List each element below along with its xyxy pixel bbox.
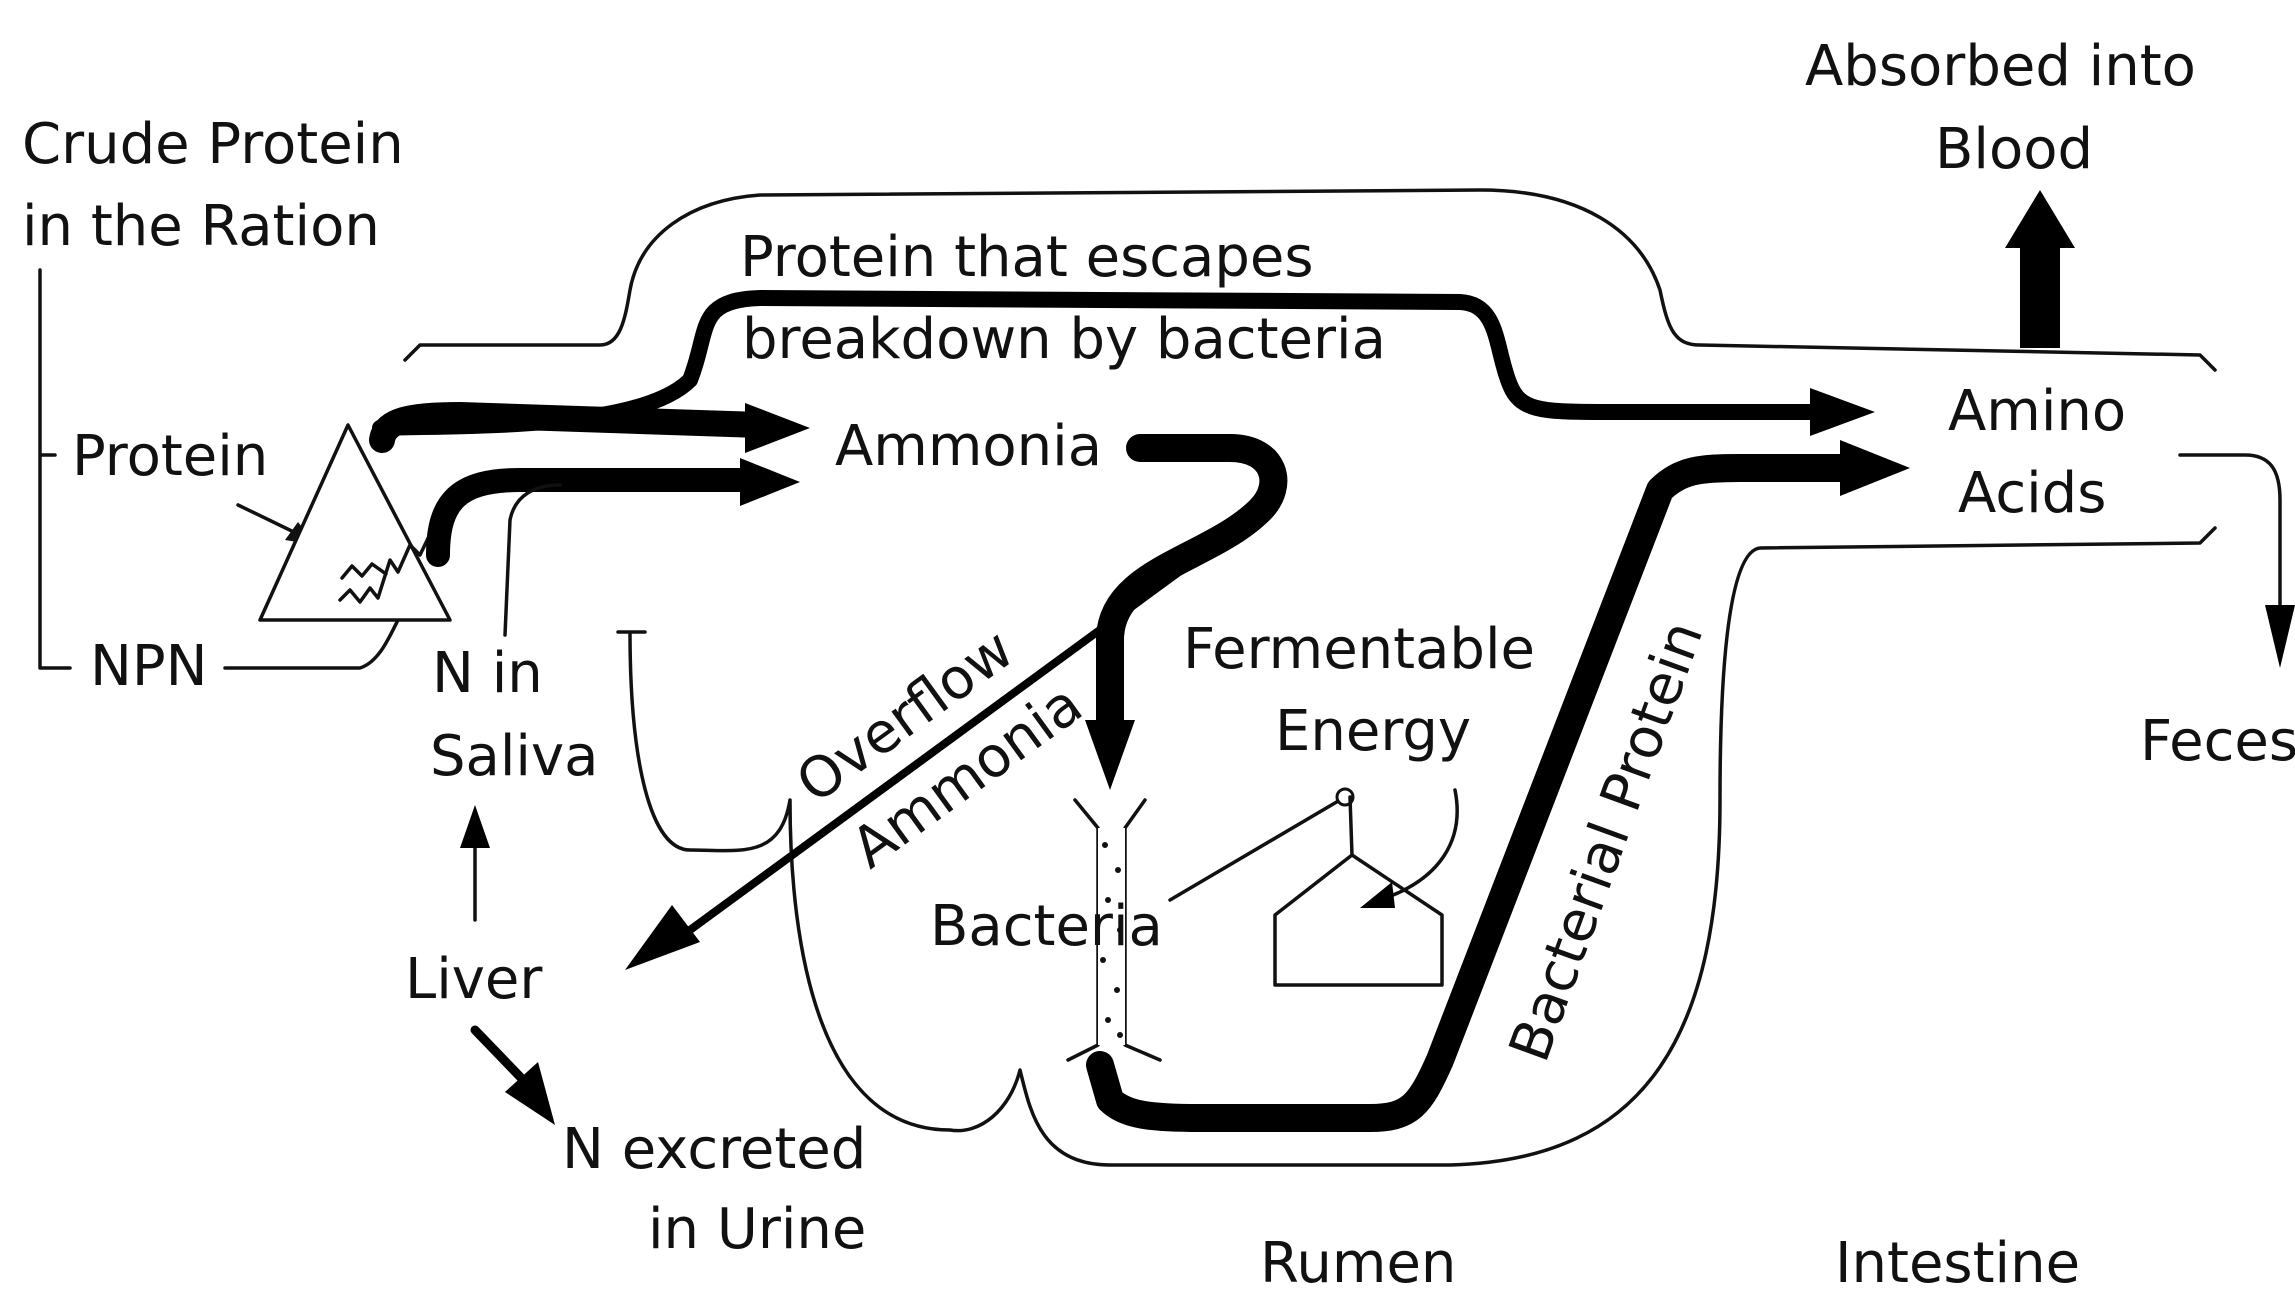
feces-arrow [2180,455,2280,615]
energy-label: Energy [1275,699,1471,764]
bacterial-protein-arrow [1100,468,1850,1118]
intestine-label: Intestine [1835,1231,2080,1294]
amino-label: Amino [1948,379,2126,444]
absorbed-arrow-shaft [2020,240,2060,348]
saliva-to-rumen-line [505,485,560,635]
overflow-ammonia-arrow [690,520,1250,930]
ammonia-label: Ammonia [835,414,1102,479]
protein-label: Protein [72,424,268,489]
npn-to-ammonia-arrow [438,480,750,555]
acids-label: Acids [1958,461,2106,526]
n-saliva-label: N in [432,641,543,706]
crude-protein-label: Crude Protein [22,112,404,177]
urine-label-2: in Urine [648,1197,866,1262]
bacteria-label: Bacteria [930,894,1163,959]
liver-to-urine-arrow [475,1030,528,1085]
absorbed-arrow-head [2005,190,2075,248]
protein-to-ammonia-head [745,403,810,453]
escape-protein-head [1810,388,1875,436]
escape-protein-label-2: breakdown by bacteria [742,307,1386,372]
absorbed-label: Absorbed into [1805,34,2196,99]
escape-protein-label: Protein that escapes [740,225,1314,290]
crude-protein-label-2: in the Ration [22,194,380,259]
ammonia-to-bacteria-arrow [1110,448,1273,730]
feed-triangle-icon [260,425,450,620]
npn-to-ammonia-head [740,458,800,506]
fermentable-energy-icon [1170,789,1457,985]
overflow-ammonia-head [625,905,700,970]
protein-connector [238,505,300,535]
npn-label: NPN [90,634,208,699]
urine-label: N excreted [562,1117,866,1182]
feces-arrowhead [2265,605,2295,668]
liver-label: Liver [405,947,543,1012]
ammonia-to-bacteria-head [1085,720,1135,790]
feces-label: Feces [2140,709,2295,774]
blood-label: Blood [1935,117,2093,182]
saliva-label: Saliva [430,724,598,789]
liver-to-saliva-head [460,805,490,848]
fermentable-label: Fermentable [1183,617,1535,682]
bacterial-protein-head [1840,440,1910,496]
rumen-label: Rumen [1260,1231,1456,1294]
ration-bracket [40,270,70,668]
